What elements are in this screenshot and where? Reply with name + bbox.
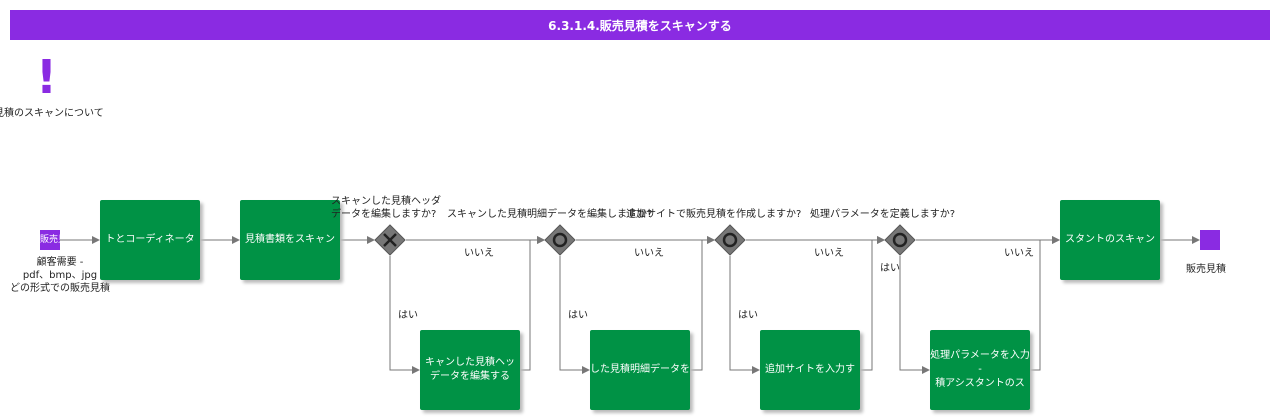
task-edit-lines[interactable]: した見積明細データを (590, 330, 690, 410)
flow-g4-t6-yes (899, 256, 930, 374)
flow-g3-t5-yes (729, 256, 760, 374)
gateway-2-question: スキャンした見積明細データを編集しますか? (447, 209, 653, 220)
task-label: 積アシスタントのス (935, 378, 1025, 389)
start-label-line: どの形式での販売見積 (10, 283, 110, 294)
gateway-2-yes-label: はい (568, 310, 588, 321)
task-label: 追加サイトを入力す (765, 364, 855, 375)
task-label: キャンした見積ヘッ (425, 357, 515, 368)
gateway-4-no-label: いいえ (1004, 248, 1034, 259)
task-enter-parameters[interactable]: 処理パラメータを入力 - 積アシスタントのス (930, 330, 1030, 410)
gateway-1[interactable] (374, 224, 406, 256)
gateway-2-no-label: いいえ (634, 248, 664, 259)
gateway-4[interactable] (884, 224, 916, 256)
task-label: スタントのスキャン (1065, 234, 1155, 245)
gateway-3-no-label: いいえ (814, 248, 844, 259)
question-line: データを編集しますか? (331, 209, 437, 220)
task-label: - (978, 364, 982, 375)
end-event[interactable] (1200, 230, 1220, 250)
task-label: 処理パラメータを入力 (930, 350, 1030, 361)
page-title: 6.3.1.4.販売見積をスキャンする (10, 10, 1270, 40)
flow-t5-g4 (860, 236, 885, 371)
task-edit-header[interactable]: キャンした見積ヘッ データを編集する (420, 330, 520, 410)
gateway-3-question: 追加サイトで販売見積を作成しますか? (626, 209, 802, 220)
flow-t3-g2 (520, 236, 545, 371)
end-event-label: 販売見積 (1186, 264, 1226, 275)
flow-t4-g3 (690, 236, 715, 371)
gateway-3[interactable] (714, 224, 746, 256)
gateway-1-question: スキャンした見積ヘッダ データを編集しますか? (331, 195, 441, 221)
gateway-4-question: 処理パラメータを定義しますか? (810, 209, 956, 220)
start-label-line: 顧客需要 - (36, 257, 84, 268)
flow-t6-t7 (1030, 236, 1060, 371)
start-event-text: 販売見 (40, 235, 60, 245)
task-enter-sites[interactable]: 追加サイトを入力す (760, 330, 860, 410)
task-label: データを編集する (430, 371, 510, 382)
question-line: スキャンした見積ヘッダ (331, 196, 441, 207)
start-label-line: pdf、bmp、jpg (22, 270, 98, 281)
task-scan-documents[interactable]: 見積書類をスキャン (240, 200, 340, 280)
gateway-1-no-label: いいえ (464, 248, 494, 259)
task-label: トとコーディネータ (105, 234, 195, 245)
task-coordinator[interactable]: トとコーディネータ (100, 200, 200, 280)
gateway-2[interactable] (544, 224, 576, 256)
gateway-3-yes-label: はい (738, 310, 758, 321)
task-assistant-scan[interactable]: スタントのスキャン (1060, 200, 1160, 280)
note-label: 見積のスキャンについて (0, 108, 104, 119)
start-event-label: 顧客需要 - pdf、bmp、jpg どの形式での販売見積 (0, 256, 120, 295)
gateway-1-yes-label: はい (398, 310, 418, 321)
gateway-4-yes-label: はい (880, 263, 900, 274)
flow-g2-t4-yes (559, 256, 590, 374)
flow-g1-t3-yes (389, 256, 420, 374)
task-label: 見積書類をスキャン (245, 234, 335, 245)
start-event[interactable]: 販売見 (40, 230, 60, 250)
exclamation-icon[interactable]: ! (36, 50, 57, 104)
task-label: した見積明細データを (590, 364, 690, 375)
